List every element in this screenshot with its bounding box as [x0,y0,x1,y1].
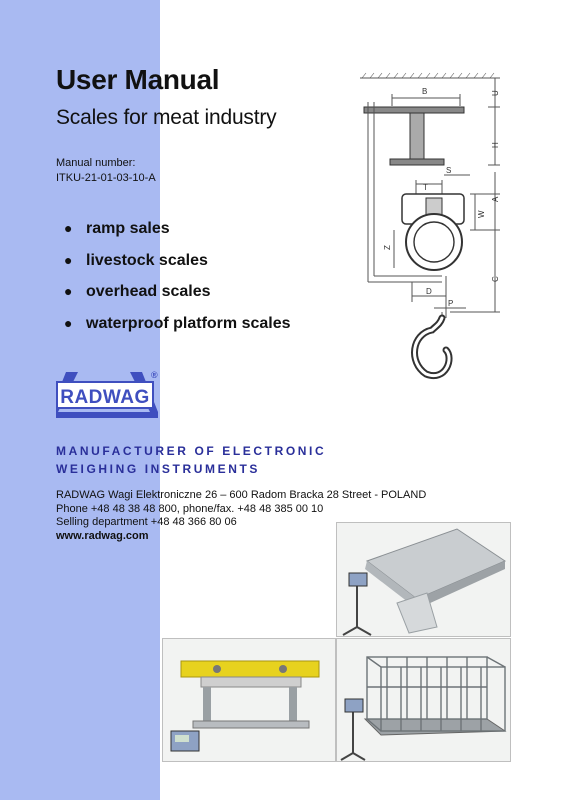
product-name: overhead scales [86,283,211,300]
dim-label-c: C [491,276,500,282]
manual-number-label: Manual number: [56,157,136,169]
manufacturer-line: WEIGHING INSTRUMENTS [56,462,260,476]
page-subtitle: Scales for meat industry [56,106,277,129]
bullet-icon: ● [64,220,73,236]
manufacturer-heading: MANUFACTURER OF ELECTRONIC WEIGHING INST… [56,442,326,478]
dim-label-b: B [422,87,427,96]
radwag-logo: RADWAG ® [50,368,160,433]
manual-number-block: Manual number: ITKU-21-01-03-10-A [56,156,156,186]
sales-line: Selling department +48 48 366 80 06 [56,516,237,529]
list-item: ● overhead scales [64,276,291,308]
bullet-icon: ● [64,251,73,268]
list-item: ● livestock scales [64,245,291,277]
manual-number-value: ITKU-21-01-03-10-A [56,172,156,184]
dim-label-h: H [491,142,500,148]
livestock-scale-photo [336,638,511,762]
dim-label-w: W [477,210,486,218]
list-item: ● waterproof platform scales [64,308,291,340]
product-name: waterproof platform scales [86,314,291,332]
product-list: ● ramp sales ● livestock scales ● overhead … [64,213,291,339]
product-name: livestock scales [86,251,208,269]
dim-label-t: T [423,183,428,192]
dim-label-a: A [491,196,500,202]
dim-label-d: D [426,287,432,296]
bullet-icon: ● [64,283,73,299]
bullet-icon: ● [64,314,73,331]
registered-mark: ® [151,370,158,380]
address-line: RADWAG Wagi Elektroniczne 26 – 600 Radom… [56,489,427,501]
hook-dimension-diagram: B U H S T A W Z C D P [360,72,500,380]
phone-line: Phone +48 48 38 48 800, phone/fax. +48 4… [56,502,324,515]
website-link[interactable]: www.radwag.com [56,529,149,542]
product-name: ramp sales [86,220,170,237]
dim-label-u: U [491,90,500,96]
list-item: ● ramp sales [64,213,291,245]
ramp-scale-photo [336,522,511,637]
manufacturer-line: MANUFACTURER OF ELECTRONIC [56,444,327,458]
dim-label-z: Z [383,245,392,250]
contact-block: RADWAG Wagi Elektroniczne 26 – 600 Radom… [56,489,426,543]
dim-label-s: S [446,166,451,175]
logo-text: RADWAG [60,387,150,408]
overhead-scale-photo [162,638,336,762]
radwag-logo-mark: RADWAG ® [50,370,158,418]
dim-label-p: P [448,299,453,308]
page-title: User Manual [56,64,220,95]
